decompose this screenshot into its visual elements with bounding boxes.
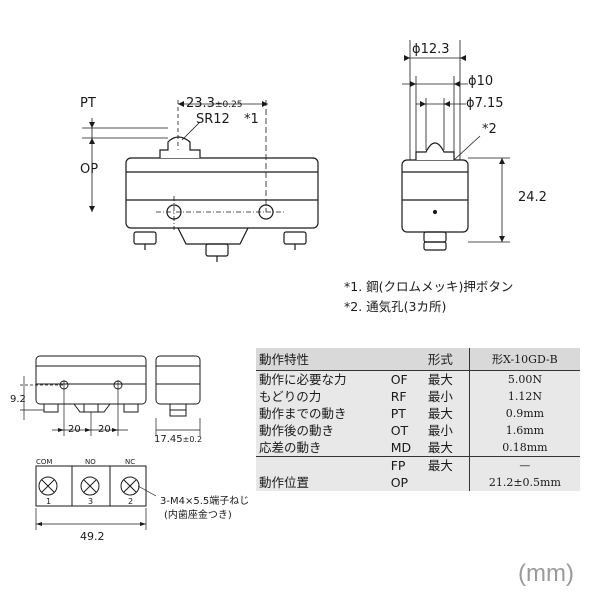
front-view: [125, 136, 319, 262]
sr12-label: SR12: [196, 112, 230, 127]
dim-49-2: 49.2: [80, 530, 105, 543]
phi-7-15: ϕ7.15: [466, 96, 504, 111]
header-form-label: 形式: [424, 348, 470, 371]
terminal-3: 3: [88, 497, 94, 506]
terminal-2: 2: [128, 497, 134, 506]
screw-note-2: (内歯座金つき): [164, 510, 232, 521]
terminal-1: 1: [46, 497, 52, 506]
dim-20-b: 20: [98, 424, 111, 435]
header-characteristic: 動作特性: [256, 348, 388, 371]
op-label: OP: [80, 162, 99, 177]
note-1: *1. 鋼(クロムメッキ)押ボタン: [344, 279, 514, 294]
dim-9-2: 9.2: [10, 394, 26, 405]
units-label: (mm): [518, 560, 574, 587]
side-dimension-lines: [402, 40, 510, 243]
terminal-no: NO: [85, 458, 96, 466]
table-header: 動作特性 形式 形X-10GD-B: [256, 348, 580, 371]
table-row: もどりの力 RF 最小 1.12N: [256, 388, 580, 405]
operating-characteristics-table: 動作特性 形式 形X-10GD-B 動作に必要な力 OF 最大 5.00N もど…: [256, 348, 580, 491]
small-front-view: [35, 355, 147, 413]
pt-label: PT: [80, 96, 96, 111]
terminal-com: COM: [36, 458, 53, 466]
dim-24-2: 24.2: [518, 190, 547, 205]
terminal-view: [35, 465, 147, 507]
small-side-view: [155, 355, 201, 417]
table-row: 応差の動き MD 最大 0.18mm: [256, 439, 580, 457]
header-model: 形X-10GD-B: [468, 348, 580, 371]
small-front-dimension-lines: [20, 376, 128, 436]
table-row: 動作に必要な力 OF 最大 5.00N: [256, 370, 580, 388]
side-view: [401, 142, 469, 251]
note-2: *2. 通気孔(3カ所): [344, 299, 447, 314]
table-row: 動作までの動き PT 最大 0.9mm: [256, 405, 580, 422]
front-dimension-lines: [82, 100, 284, 230]
table-row: FP 最大 —: [256, 456, 580, 474]
dim-20-a: 20: [68, 424, 81, 435]
table-row: 動作位置 OP 21.2±0.5mm: [256, 474, 580, 491]
note1-mark: *1: [244, 112, 259, 127]
terminal-nc: NC: [125, 458, 136, 466]
dim-23-3: 23.3±0.25: [186, 96, 243, 111]
dim-17-45: 17.45±0.2: [154, 434, 203, 445]
phi-10: ϕ10: [468, 74, 494, 89]
table-row: 動作後の動き OT 最小 1.6mm: [256, 422, 580, 439]
note2-mark: *2: [482, 122, 497, 137]
phi-12-3: ϕ12.3: [412, 42, 450, 57]
screw-note-1: 3-M4×5.5端子ねじ: [160, 496, 250, 507]
